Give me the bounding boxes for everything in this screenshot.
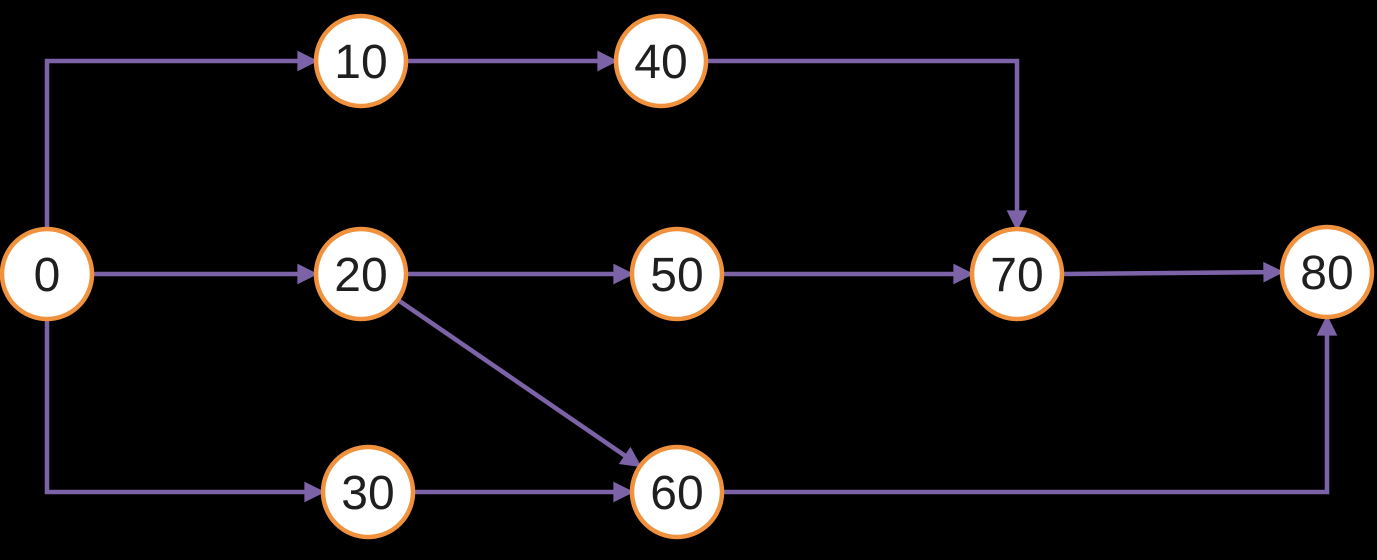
node-label-50: 50 <box>650 249 703 302</box>
node-label-70: 70 <box>990 249 1043 302</box>
graph-node-60: 60 <box>629 444 725 540</box>
node-label-80: 80 <box>1300 247 1353 300</box>
edge-0-30 <box>44 319 326 503</box>
node-circle-80 <box>1279 224 1375 320</box>
edge-0-10 <box>44 50 319 229</box>
graph-node-20: 20 <box>313 226 409 322</box>
node-label-20: 20 <box>334 249 387 302</box>
edge-40-70 <box>706 58 1028 232</box>
graph-node-50: 50 <box>629 226 725 322</box>
node-circle-20 <box>313 226 409 322</box>
edge-60-80 <box>722 314 1338 495</box>
node-circle-70 <box>969 226 1065 322</box>
node-label-0: 0 <box>34 249 61 302</box>
node-circle-60 <box>629 444 725 540</box>
graph-node-0: 0 <box>0 226 95 322</box>
graph-node-30: 30 <box>320 444 416 540</box>
node-circle-40 <box>613 13 709 109</box>
node-circle-50 <box>629 226 725 322</box>
graph-node-70: 70 <box>969 226 1065 322</box>
edge-20-60 <box>396 298 642 468</box>
node-circle-0 <box>0 226 95 322</box>
node-label-40: 40 <box>634 36 687 89</box>
node-label-60: 60 <box>650 467 703 520</box>
edge-70-80 <box>1061 261 1285 283</box>
graph-node-40: 40 <box>613 13 709 109</box>
node-label-10: 10 <box>334 36 387 89</box>
node-label-30: 30 <box>341 467 394 520</box>
node-circle-30 <box>320 444 416 540</box>
graph-node-10: 10 <box>313 13 409 109</box>
node-circle-10 <box>313 13 409 109</box>
graph-node-80: 80 <box>1279 224 1375 320</box>
